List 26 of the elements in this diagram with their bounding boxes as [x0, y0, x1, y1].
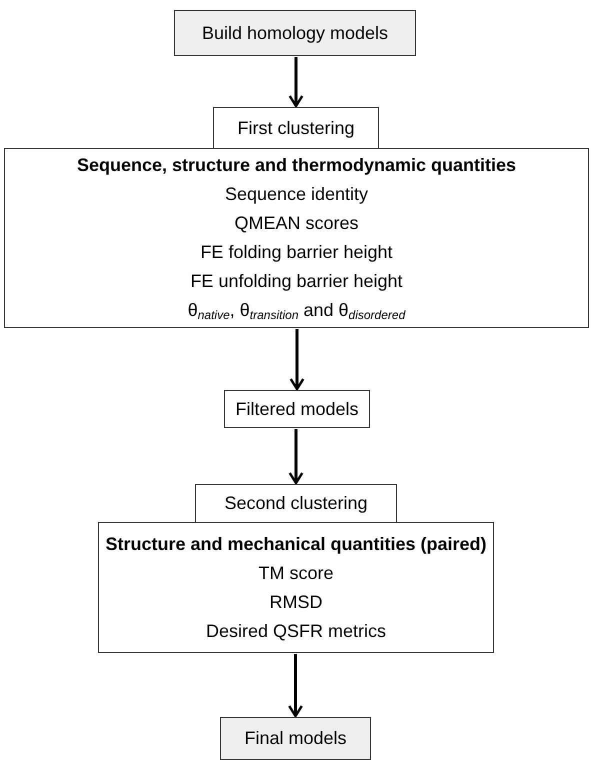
arrow	[288, 429, 304, 484]
quantity-text: θ$_{native}$, θ$_{transition}$ and θ$_{disordered}$	[188, 299, 406, 324]
arrow	[290, 329, 304, 390]
quantity-text: RMSD	[270, 590, 322, 614]
box-label: Final models	[244, 727, 347, 750]
box-heading: Sequence, structure and thermodynamic quantities	[76, 154, 516, 177]
box-label: Second clustering	[224, 492, 368, 515]
process-box	[174, 10, 416, 56]
arrow	[288, 654, 303, 718]
box-label: Filtered models	[235, 398, 359, 420]
quantity-text: FE folding barrier height	[200, 241, 393, 264]
process-box	[224, 390, 370, 428]
box-label: Build homology models	[202, 22, 388, 45]
process-box	[213, 107, 379, 149]
box-label: First clustering	[237, 116, 355, 140]
box-heading: Structure and mechanical quantities (paired)	[105, 532, 487, 556]
quantity-text: TM score	[258, 562, 334, 584]
process-box	[220, 717, 371, 760]
quantities-box	[98, 522, 494, 653]
process-box	[195, 484, 397, 523]
quantity-text: FE unfolding barrier height	[190, 270, 403, 293]
quantity-text: Sequence identity	[224, 183, 368, 206]
quantity-text: Desired QSFR metrics	[206, 620, 386, 642]
quantity-text: QMEAN scores	[234, 212, 359, 235]
arrow	[288, 57, 304, 108]
quantities-box	[4, 148, 589, 328]
